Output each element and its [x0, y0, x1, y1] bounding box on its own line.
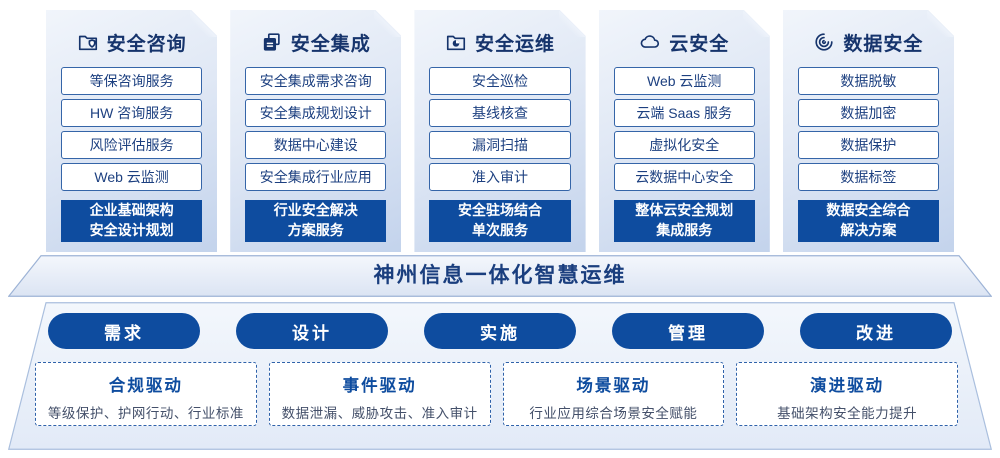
step-pill-design: 设计: [236, 313, 388, 349]
banner-title: 神州信息一体化智慧运维: [373, 264, 627, 287]
service-item: Web 云监测: [61, 163, 202, 191]
service-item: 准入审计: [429, 163, 570, 191]
fingerprint-icon: [813, 31, 835, 53]
footer-line: 安全驻场结合: [458, 202, 542, 219]
driver-scenario: 场景驱动 行业应用综合场景安全赋能: [502, 362, 725, 426]
driver-title: 合规驱动: [108, 377, 183, 395]
service-item: 数据加密: [798, 99, 939, 127]
driver-desc: 等级保护、护网行动、行业标准: [47, 406, 244, 421]
footer-line: 方案服务: [287, 222, 344, 238]
service-item: 安全集成需求咨询: [245, 67, 386, 95]
driver-evolution: 演进驱动 基础架构安全能力提升: [736, 362, 958, 426]
card-title: 安全咨询: [106, 33, 187, 55]
service-item: 虚拟化安全: [614, 131, 755, 159]
footer-line: 安全设计规划: [89, 222, 174, 238]
card-items: 安全巡检 基线核查 漏洞扫描 准入审计: [414, 57, 585, 191]
platform-banner: 神州信息一体化智慧运维: [8, 255, 992, 297]
service-item: Web 云监测: [614, 67, 755, 95]
card-items: 等保咨询服务 HW 咨询服务 风险评估服务 Web 云监测: [46, 57, 217, 191]
process-steps-row: 需求 设计 实施 管理 改进: [48, 313, 952, 349]
service-item: 漏洞扫描: [429, 131, 570, 159]
service-cards-row: 安全咨询 等保咨询服务 HW 咨询服务 风险评估服务 Web 云监测 企业基础架…: [46, 10, 954, 252]
card-title: 云安全: [669, 33, 730, 55]
card-footer: 整体云安全规划 集成服务: [614, 200, 755, 242]
service-item: 安全集成行业应用: [245, 163, 386, 191]
card-security-integration: 安全集成 安全集成需求咨询 安全集成规划设计 数据中心建设 安全集成行业应用 行…: [230, 10, 401, 252]
step-pill-requirements: 需求: [48, 313, 200, 349]
driver-title: 事件驱动: [342, 377, 417, 395]
service-item: 基线核查: [429, 99, 570, 127]
footer-line: 数据安全综合: [826, 202, 911, 219]
folder-monitor-icon: [445, 31, 467, 53]
service-item: 数据中心建设: [245, 131, 386, 159]
service-item: 风险评估服务: [61, 131, 202, 159]
card-footer: 行业安全解决 方案服务: [245, 200, 386, 242]
documents-icon: [261, 31, 283, 53]
service-item: 安全集成规划设计: [245, 99, 386, 127]
card-cloud-security: 云安全 Web 云监测 云端 Saas 服务 虚拟化安全 云数据中心安全 整体云…: [599, 10, 770, 252]
card-footer: 安全驻场结合 单次服务: [429, 200, 570, 242]
card-footer: 数据安全综合 解决方案: [798, 200, 939, 242]
service-item: 云端 Saas 服务: [614, 99, 755, 127]
card-header: 数据安全: [783, 27, 954, 57]
service-item: 数据脱敏: [798, 67, 939, 95]
card-security-consulting: 安全咨询 等保咨询服务 HW 咨询服务 风险评估服务 Web 云监测 企业基础架…: [46, 10, 217, 252]
driver-incident: 事件驱动 数据泄漏、威胁攻击、准入审计: [268, 362, 491, 426]
footer-line: 单次服务: [472, 222, 528, 238]
footer-line: 企业基础架构: [89, 202, 174, 219]
service-item: 云数据中心安全: [614, 163, 755, 191]
card-data-security: 数据安全 数据脱敏 数据加密 数据保护 数据标签 数据安全综合 解决方案: [783, 10, 954, 252]
card-items: 安全集成需求咨询 安全集成规划设计 数据中心建设 安全集成行业应用: [230, 57, 401, 191]
folder-shield-icon: [77, 31, 99, 53]
footer-line: 行业安全解决: [273, 202, 358, 219]
card-header: 安全运维: [414, 27, 585, 57]
card-title: 安全运维: [475, 33, 556, 55]
card-header: 安全集成: [230, 27, 401, 57]
step-pill-management: 管理: [612, 313, 764, 349]
driver-desc: 行业应用综合场景安全赋能: [529, 406, 698, 421]
service-item: HW 咨询服务: [61, 99, 202, 127]
step-pill-improvement: 改进: [800, 313, 952, 349]
service-item: 等保咨询服务: [61, 67, 202, 95]
step-pill-implementation: 实施: [424, 313, 576, 349]
card-items: Web 云监测 云端 Saas 服务 虚拟化安全 云数据中心安全: [599, 57, 770, 191]
service-item: 安全巡检: [429, 67, 570, 95]
card-footer: 企业基础架构 安全设计规划: [61, 200, 202, 242]
card-title: 数据安全: [843, 33, 924, 55]
footer-line: 整体云安全规划: [635, 202, 734, 219]
driver-title: 演进驱动: [810, 377, 885, 395]
card-header: 安全咨询: [46, 27, 217, 57]
card-title: 安全集成: [290, 33, 371, 55]
card-security-operations: 安全运维 安全巡检 基线核查 漏洞扫描 准入审计 安全驻场结合 单次服务: [414, 10, 585, 252]
card-items: 数据脱敏 数据加密 数据保护 数据标签: [783, 57, 954, 191]
footer-line: 解决方案: [840, 222, 897, 238]
banner-shape: [8, 255, 992, 297]
driver-desc: 数据泄漏、威胁攻击、准入审计: [281, 406, 478, 421]
card-header: 云安全: [599, 27, 770, 57]
footer-line: 集成服务: [656, 222, 713, 238]
driver-desc: 基础架构安全能力提升: [777, 406, 918, 421]
service-item: 数据标签: [798, 163, 939, 191]
cloud-icon: [639, 31, 661, 53]
driver-compliance: 合规驱动 等级保护、护网行动、行业标准: [35, 362, 257, 426]
driver-title: 场景驱动: [576, 377, 651, 395]
drivers-row: 合规驱动 等级保护、护网行动、行业标准 事件驱动 数据泄漏、威胁攻击、准入审计 …: [35, 362, 958, 426]
service-item: 数据保护: [798, 131, 939, 159]
